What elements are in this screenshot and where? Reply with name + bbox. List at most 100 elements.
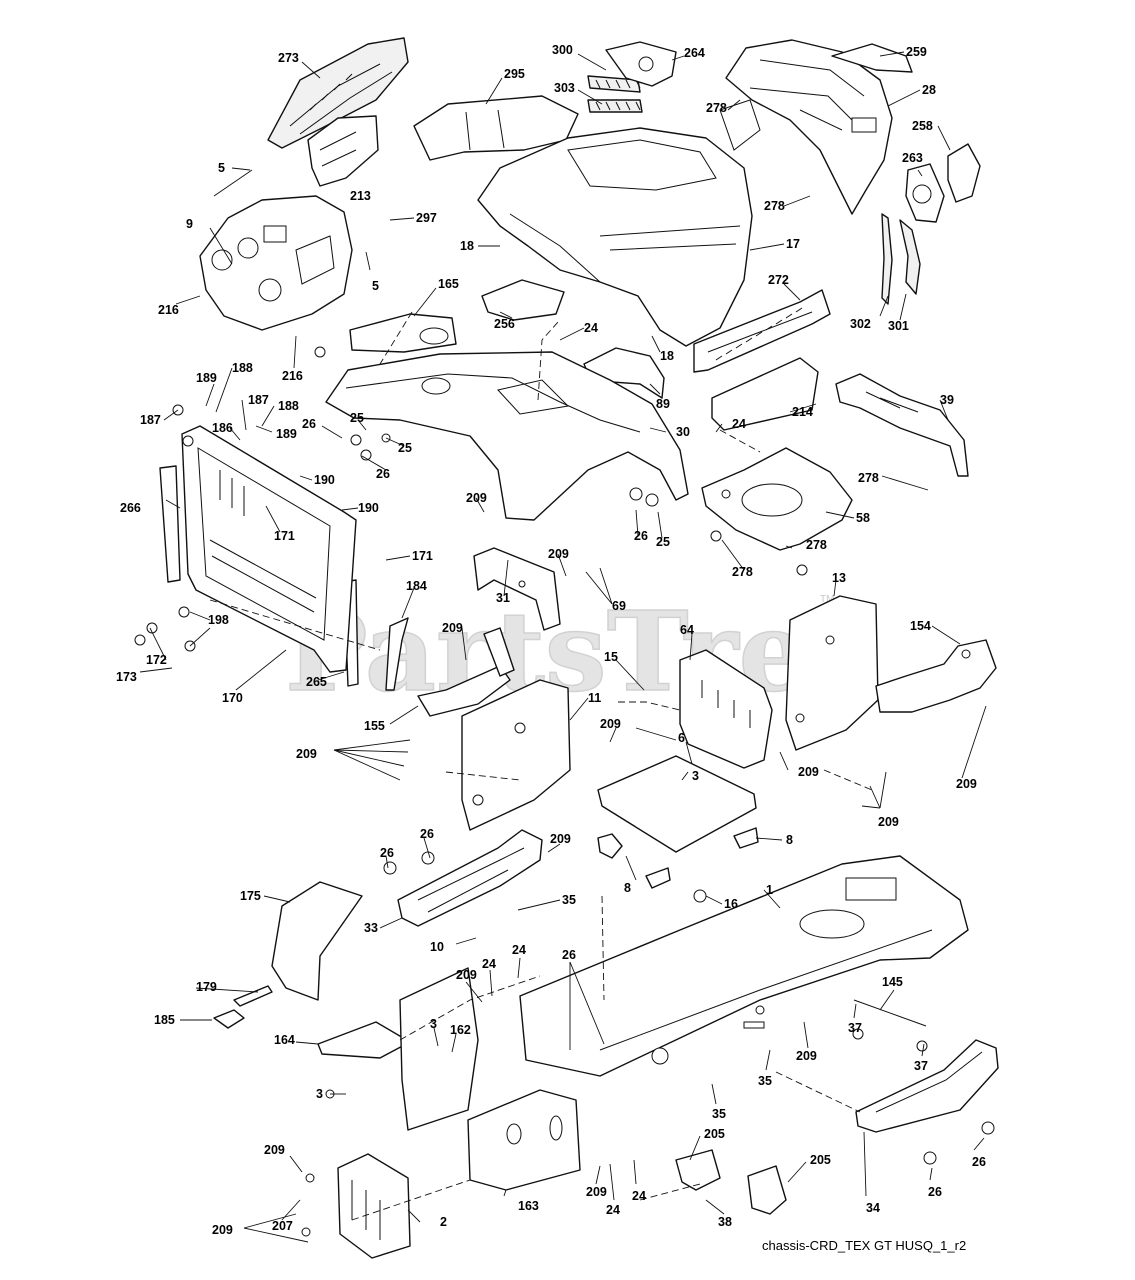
part-155-bracket: [417, 665, 511, 717]
callout-189: 189: [276, 427, 297, 441]
part-300-303-grilles: [587, 75, 643, 113]
part-272-grille: [693, 289, 831, 373]
callout-24: 24: [632, 1189, 646, 1203]
callout-188: 188: [278, 399, 299, 413]
callout-172: 172: [146, 653, 167, 667]
part-263-headlight: [905, 163, 945, 223]
callout-24: 24: [732, 417, 746, 431]
part-145-bar: [853, 999, 927, 1027]
part-213-bracket: [307, 115, 379, 187]
callout-5: 5: [372, 279, 379, 293]
callout-198: 198: [208, 613, 229, 627]
callout-26: 26: [972, 1155, 986, 1169]
callout-3: 3: [430, 1017, 437, 1031]
part-58-floor-pan: [701, 447, 853, 551]
callout-265: 265: [306, 675, 327, 689]
callout-154: 154: [910, 619, 931, 633]
callout-186: 186: [212, 421, 233, 435]
callout-209: 209: [264, 1143, 285, 1157]
callout-31: 31: [496, 591, 510, 605]
callout-34: 34: [866, 1201, 880, 1215]
callout-214: 214: [792, 405, 813, 419]
callout-258: 258: [912, 119, 933, 133]
callout-188: 188: [232, 361, 253, 375]
callout-26: 26: [302, 417, 316, 431]
part-162-bracket: [399, 967, 479, 1131]
assembly-lines: [209, 311, 873, 1221]
callout-190: 190: [358, 501, 379, 515]
callout-209: 209: [878, 815, 899, 829]
part-30-fender: [325, 351, 689, 521]
callout-278: 278: [706, 101, 727, 115]
callout-3: 3: [316, 1087, 323, 1101]
callout-209: 209: [296, 747, 317, 761]
leader-lines: [139, 51, 987, 1243]
callout-209: 209: [212, 1223, 233, 1237]
callout-15: 15: [604, 650, 618, 664]
callout-209: 209: [548, 547, 569, 561]
callout-24: 24: [606, 1203, 620, 1217]
callout-263: 263: [902, 151, 923, 165]
callout-26: 26: [376, 467, 390, 481]
callout-35: 35: [562, 893, 576, 907]
part-39-bracket: [835, 373, 969, 477]
callout-11: 11: [588, 691, 601, 705]
callout-216: 216: [282, 369, 303, 383]
callout-24: 24: [584, 321, 598, 335]
callout-272: 272: [768, 273, 789, 287]
part-33-footrest: [397, 829, 543, 927]
watermark-trademark: TM: [820, 594, 834, 605]
callout-58: 58: [856, 511, 870, 525]
callout-26: 26: [420, 827, 434, 841]
part-8-clip-a: [597, 833, 623, 859]
callout-33: 33: [364, 921, 378, 935]
part-2-bracket: [337, 1153, 411, 1259]
callout-18: 18: [460, 239, 474, 253]
callout-37: 37: [848, 1021, 862, 1035]
part-155-arm: [483, 627, 515, 677]
callout-209: 209: [600, 717, 621, 731]
callout-25: 25: [350, 411, 364, 425]
callout-209: 209: [956, 777, 977, 791]
callout-163: 163: [518, 1199, 539, 1213]
callout-17: 17: [786, 237, 800, 251]
part-38-bracket: [747, 1165, 787, 1215]
callout-278: 278: [764, 199, 785, 213]
part-28-hood-front: [719, 39, 893, 215]
callout-26: 26: [380, 846, 394, 860]
part-64-bracket: [679, 649, 773, 769]
callout-89: 89: [656, 397, 670, 411]
part-31-bracket: [473, 547, 561, 631]
part-16-nut: [693, 889, 707, 903]
part-17-hood-body: [477, 127, 753, 347]
part-165-pad: [349, 313, 457, 353]
callout-300: 300: [552, 43, 573, 57]
callout-189: 189: [196, 371, 217, 385]
callout-35: 35: [712, 1107, 726, 1121]
callout-297: 297: [416, 211, 437, 225]
watermark-text: PartsTree: [285, 587, 879, 716]
part-184-rod: [385, 617, 409, 691]
callout-64: 64: [680, 623, 694, 637]
callout-69: 69: [612, 599, 626, 613]
callout-155: 155: [364, 719, 385, 733]
callout-207: 207: [272, 1219, 293, 1233]
callout-26: 26: [562, 948, 576, 962]
callout-18: 18: [660, 349, 674, 363]
part-163-plate: [467, 1089, 581, 1191]
diagram-caption: chassis-CRD_TEX GT HUSQ_1_r2: [762, 1238, 966, 1253]
callout-37: 37: [914, 1059, 928, 1073]
part-302-trim: [881, 213, 893, 305]
callout-209: 209: [442, 621, 463, 635]
callout-179: 179: [196, 980, 217, 994]
callout-10: 10: [430, 940, 444, 954]
callout-302: 302: [850, 317, 871, 331]
callout-209: 209: [466, 491, 487, 505]
callout-213: 213: [350, 189, 371, 203]
callout-25: 25: [398, 441, 412, 455]
part-179-rod: [233, 985, 273, 1007]
watermark: PartsTree TM: [284, 586, 879, 717]
callout-256: 256: [494, 317, 515, 331]
part-34-bumper: [855, 1039, 999, 1133]
callout-173: 173: [116, 670, 137, 684]
